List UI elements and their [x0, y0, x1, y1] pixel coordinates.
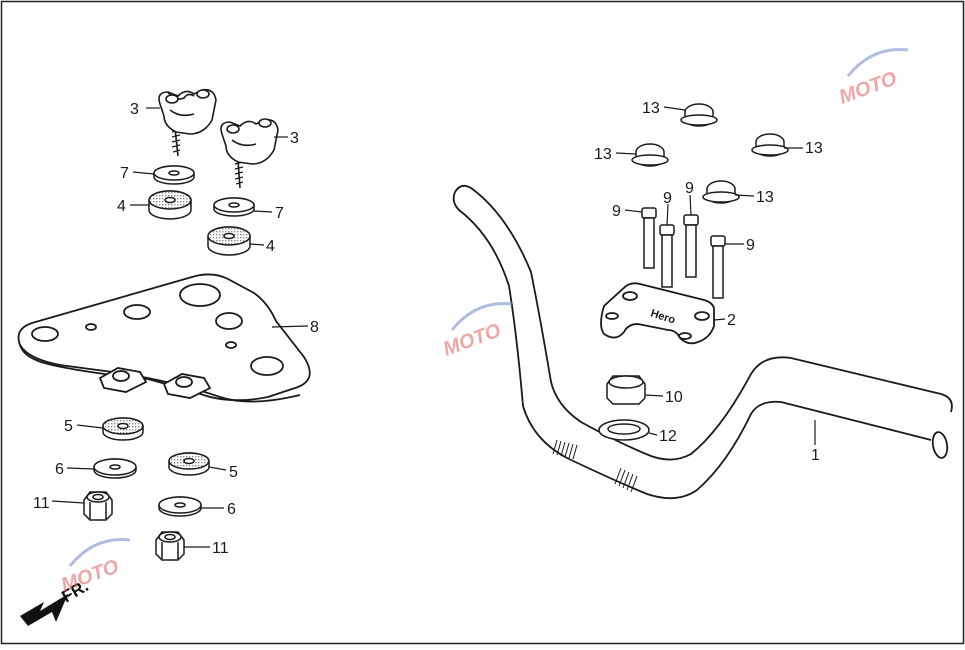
- part-6-washer-right: [158, 496, 202, 517]
- part-9-bolts: [641, 207, 726, 299]
- part-4-rubber-upper: [148, 190, 192, 220]
- callout-8: 8: [310, 319, 319, 336]
- bolt-9-a: [641, 207, 657, 269]
- callout-7b: 7: [275, 205, 284, 222]
- callout-10: 10: [665, 389, 683, 406]
- part-10-nut: [606, 375, 646, 405]
- watermark-logo-top-right: MOTO: [836, 48, 909, 109]
- part-8-top-bridge: [17, 273, 311, 403]
- callout-13a: 13: [642, 100, 660, 117]
- part-5-rubber-right: [168, 452, 210, 476]
- part-7-washer-lower: [213, 197, 255, 217]
- watermark-logo-middle: MOTO: [440, 302, 513, 361]
- callout-6a: 6: [55, 461, 64, 478]
- bolt-9-d: [710, 235, 726, 299]
- callout-4a: 4: [117, 198, 126, 215]
- callout-13d: 13: [756, 189, 774, 206]
- part-1-handlebar: [452, 184, 953, 500]
- part-6-washer-left: [93, 458, 137, 479]
- part-4-rubber-lower: [207, 226, 251, 256]
- callout-13c: 13: [805, 140, 823, 157]
- part-3-riser-lower: [220, 118, 279, 189]
- part-13-caps: [631, 103, 789, 204]
- callout-9b: 9: [663, 190, 672, 207]
- part-11-nut-right: [155, 531, 185, 561]
- leader-lines-left: [51, 107, 309, 548]
- callout-5b: 5: [229, 464, 238, 481]
- callout-3b: 3: [290, 130, 299, 147]
- callout-13b: 13: [594, 146, 612, 163]
- cap-13-b: [631, 143, 669, 167]
- part-12-washer: [598, 419, 650, 441]
- bolt-9-c: [683, 214, 699, 278]
- part-11-nut-left: [83, 491, 113, 521]
- callout-1: 1: [811, 447, 820, 464]
- cap-13-a: [680, 103, 718, 127]
- callout-6b: 6: [227, 501, 236, 518]
- part-2-handlebar-clamp: Hero: [600, 282, 715, 345]
- callout-9a: 9: [612, 203, 621, 220]
- bolt-9-b: [659, 224, 675, 288]
- watermark-logo-bottom-left: MOTO: [58, 538, 131, 597]
- svg-text:MOTO: MOTO: [836, 67, 900, 108]
- cap-13-d: [702, 180, 740, 204]
- callout-3a: 3: [130, 101, 139, 118]
- part-5-rubber-left: [102, 417, 144, 441]
- callout-11b: 11: [212, 540, 229, 557]
- callout-12: 12: [659, 428, 677, 445]
- part-7-washer-upper: [153, 165, 195, 185]
- svg-text:MOTO: MOTO: [440, 319, 504, 360]
- callout-9d: 9: [746, 237, 755, 254]
- cap-13-c: [751, 133, 789, 157]
- leader-lines-right: [615, 106, 803, 436]
- callout-9c: 9: [685, 180, 694, 197]
- callout-7a: 7: [120, 165, 129, 182]
- part-3-riser-upper: [158, 88, 217, 157]
- callout-5a: 5: [64, 418, 73, 435]
- callout-11a: 11: [33, 495, 50, 512]
- callout-2: 2: [727, 312, 736, 329]
- callout-labels: 3 3 7 4 7 4 8 5 5 6 6 11 11 13 13 13 13 …: [33, 100, 823, 557]
- callout-4b: 4: [266, 238, 275, 255]
